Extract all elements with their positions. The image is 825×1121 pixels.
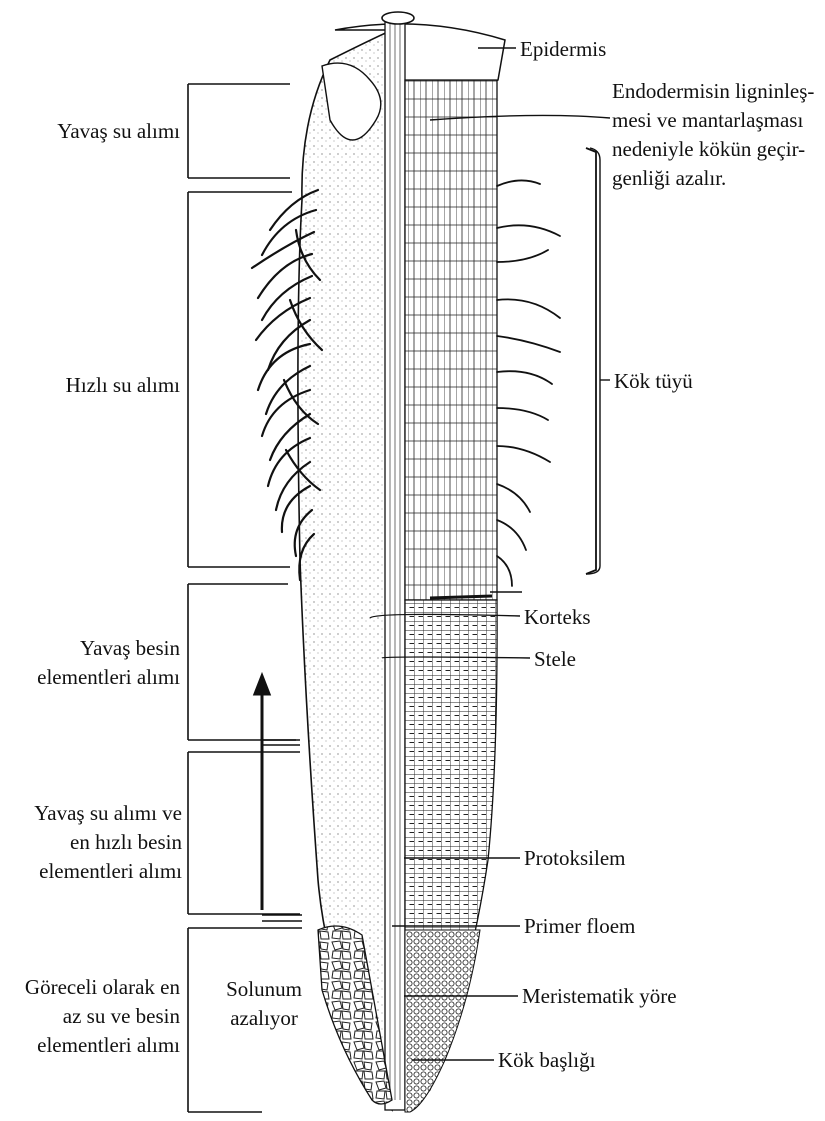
label-slow-water: Yavaş su alımı: [10, 118, 180, 144]
label-root-hair: Kök tüyü: [614, 368, 693, 394]
label-fast-water: Hızlı su alımı: [10, 372, 180, 398]
label-endodermis-line1: Endodermisin ligninleş-: [612, 78, 814, 104]
cortex-upper-cells: [405, 80, 497, 600]
label-slow-water-fast-nutrient-line3: elementleri alımı: [10, 858, 182, 884]
right-root-hairs: [497, 180, 560, 586]
label-primary-phloem: Primer floem: [524, 913, 635, 939]
label-root-cap: Kök başlığı: [498, 1047, 595, 1073]
label-least-line1: Göreceli olarak en: [4, 974, 180, 1000]
root-cap-cells: [405, 930, 480, 1112]
label-endodermis-line2: mesi ve mantarlaşması: [612, 107, 803, 133]
respiration-arrow: [255, 676, 269, 910]
label-meristematic: Meristematik yöre: [522, 983, 677, 1009]
label-slow-nutrient-line1: Yavaş besin: [10, 635, 180, 661]
label-slow-water-fast-nutrient-line2: en hızlı besin: [10, 829, 182, 855]
label-protoxylem: Protoksilem: [524, 845, 626, 871]
label-epidermis: Epidermis: [520, 36, 606, 62]
label-stele: Stele: [534, 646, 576, 672]
label-endodermis-line4: genliği azalır.: [612, 165, 726, 191]
label-endodermis-line3: nedeniyle kökün geçir-: [612, 136, 805, 162]
label-least-line3: elementleri alımı: [4, 1032, 180, 1058]
label-respiration-line2: azalıyor: [214, 1005, 314, 1031]
label-least-line2: az su ve besin: [4, 1003, 180, 1029]
label-respiration-line1: Solunum: [214, 976, 314, 1002]
label-cortex: Korteks: [524, 604, 591, 630]
left-brackets: [188, 84, 302, 1112]
label-slow-water-fast-nutrient-line1: Yavaş su alımı ve: [10, 800, 182, 826]
label-slow-nutrient-line2: elementleri alımı: [10, 664, 180, 690]
